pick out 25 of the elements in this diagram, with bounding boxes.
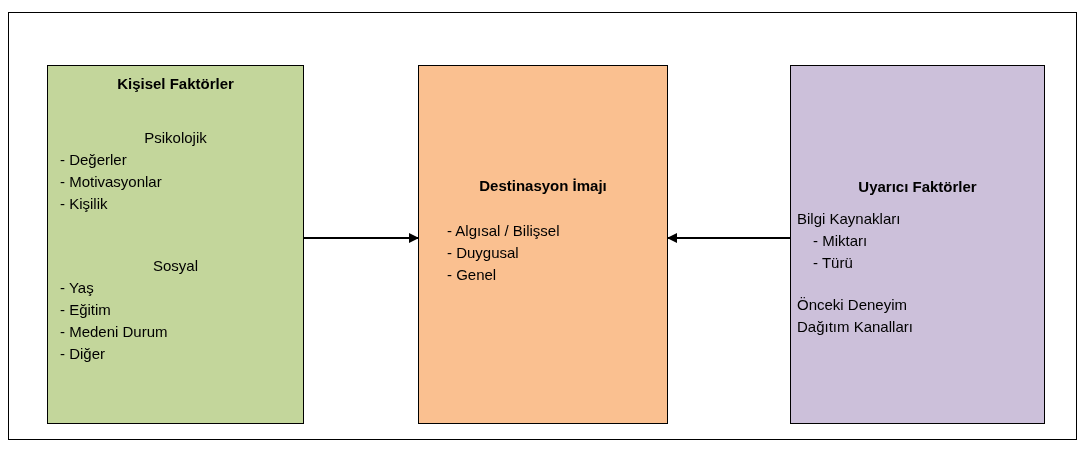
box-text: Önceki Deneyim xyxy=(797,296,908,314)
box-text: - Diğer xyxy=(60,345,105,363)
box-text: - Medeni Durum xyxy=(60,323,168,341)
process-box xyxy=(790,65,1045,424)
arrow xyxy=(667,233,791,243)
box-text: - Miktarı xyxy=(813,232,868,250)
box-text: - Türü xyxy=(813,254,853,272)
box-text: - Eğitim xyxy=(60,301,111,319)
box-text: - Kişilik xyxy=(60,195,108,213)
box-text: Sosyal xyxy=(153,257,198,275)
box-heading: Kişisel Faktörler xyxy=(117,75,234,93)
box-text: Dağıtım Kanalları xyxy=(797,318,913,336)
box-text: - Algısal / Bilişsel xyxy=(447,222,560,240)
process-box xyxy=(47,65,304,424)
box-text: - Duygusal xyxy=(447,244,519,262)
box-text: - Genel xyxy=(447,266,497,284)
box-text: - Motivasyonlar xyxy=(60,173,162,191)
arrow xyxy=(303,233,419,243)
box-text: - Değerler xyxy=(60,151,127,169)
box-text: Psikolojik xyxy=(144,129,207,147)
box-text: - Yaş xyxy=(60,279,94,297)
box-text: Bilgi Kaynakları xyxy=(797,210,901,228)
box-heading: Destinasyon İmajı xyxy=(479,177,607,195)
process-box xyxy=(418,65,668,424)
box-heading: Uyarıcı Faktörler xyxy=(858,178,977,196)
